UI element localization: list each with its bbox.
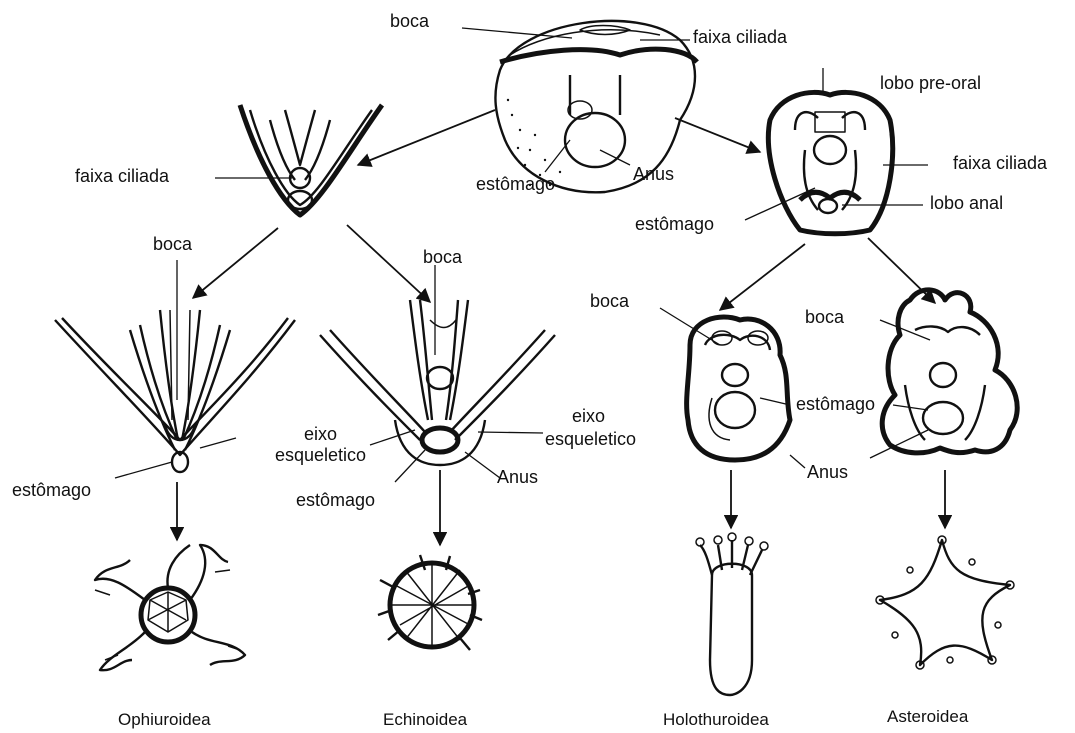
label-holo-aster-anus: Anus — [807, 462, 848, 482]
pluteus-larva — [240, 105, 382, 215]
label-top-faixa-ciliada: faixa ciliada — [693, 27, 788, 47]
label-echino-estomago: estômago — [296, 490, 375, 510]
caption-echinoidea: Echinoidea — [383, 710, 468, 729]
brachiolaria-larva — [882, 290, 1017, 453]
label-ophio-boca: boca — [153, 234, 193, 254]
label-echino-anus: Anus — [497, 467, 538, 487]
label-echino-boca: boca — [423, 247, 463, 267]
ophiopluteus-larva — [55, 310, 295, 472]
arrow-to-ophiopluteus — [193, 228, 278, 298]
label-right-lobo-pre-oral: lobo pre-oral — [880, 73, 981, 93]
label-holo-boca: boca — [590, 291, 630, 311]
echinopluteus-larva — [320, 300, 555, 465]
auricularia-larva — [687, 317, 790, 460]
asteroidea-adult-illustration — [876, 536, 1014, 669]
label-ophio-larva-faixa-ciliada: faixa ciliada — [75, 166, 170, 186]
label-right-estomago: estômago — [635, 214, 714, 234]
echinoidea-adult-illustration — [378, 555, 482, 650]
arrow-to-bipinnaria — [675, 118, 760, 152]
label-ophio-estomago: estômago — [12, 480, 91, 500]
caption-holothuroidea: Holothuroidea — [663, 710, 769, 729]
caption-ophiuroidea: Ophiuroidea — [118, 710, 211, 729]
arrow-to-echinopluteus — [347, 225, 430, 302]
arrow-to-brachiolaria — [868, 238, 935, 303]
label-top-boca: boca — [390, 11, 430, 31]
arrow-to-pluteus — [358, 110, 495, 165]
caption-asteroidea: Asteroidea — [887, 707, 969, 726]
label-top-anus: Anus — [633, 164, 674, 184]
holothuroidea-adult-illustration — [696, 533, 768, 695]
ophiuroidea-adult-illustration — [95, 545, 245, 670]
label-right-faixa-ciliada: faixa ciliada — [953, 153, 1048, 173]
label-right-lobo-anal: lobo anal — [930, 193, 1003, 213]
label-holo-aster-estomago: estômago — [796, 394, 875, 414]
bipinnaria-larva — [768, 92, 892, 233]
label-top-estomago: estômago — [476, 174, 555, 194]
arrow-to-auricularia — [720, 244, 805, 310]
label-aster-boca: boca — [805, 307, 845, 327]
